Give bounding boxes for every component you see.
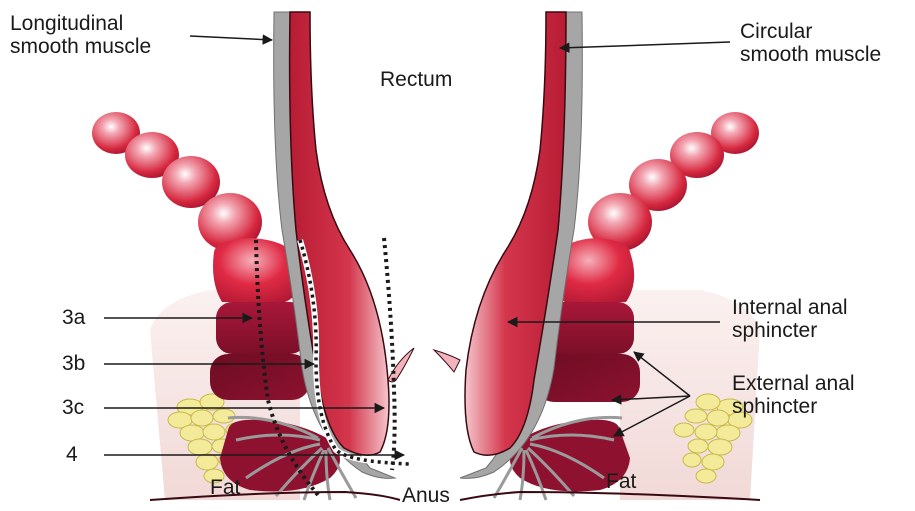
label-grade-3a: 3a [62, 306, 85, 329]
label-external-line2: sphincter [732, 395, 855, 418]
label-grade-3b: 3b [62, 352, 85, 375]
label-longitudinal-line1: Longitudinal [10, 12, 151, 35]
label-longitudinal-smooth-muscle: Longitudinal smooth muscle [10, 12, 151, 58]
leader-circular [560, 42, 730, 48]
label-internal-anal-sphincter: Internal anal sphincter [732, 296, 848, 342]
label-circular-line2: smooth muscle [740, 43, 881, 66]
label-internal-line1: Internal anal [732, 296, 848, 319]
label-grade-4: 4 [66, 443, 78, 466]
label-anus: Anus [402, 484, 450, 507]
right-levator-chain [552, 112, 759, 302]
label-fat-right: Fat [606, 470, 636, 493]
label-circular-smooth-muscle: Circular smooth muscle [740, 20, 881, 66]
label-internal-line2: sphincter [732, 319, 848, 342]
label-grade-3c: 3c [62, 396, 84, 419]
label-circular-line1: Circular [740, 20, 881, 43]
label-longitudinal-line2: smooth muscle [10, 35, 151, 58]
leader-longitudinal [190, 36, 272, 40]
label-external-anal-sphincter: External anal sphincter [732, 372, 855, 418]
left-levator-chain [92, 112, 300, 302]
label-fat-left: Fat [210, 476, 240, 499]
label-external-line1: External anal [732, 372, 855, 395]
label-rectum: Rectum [380, 68, 452, 91]
